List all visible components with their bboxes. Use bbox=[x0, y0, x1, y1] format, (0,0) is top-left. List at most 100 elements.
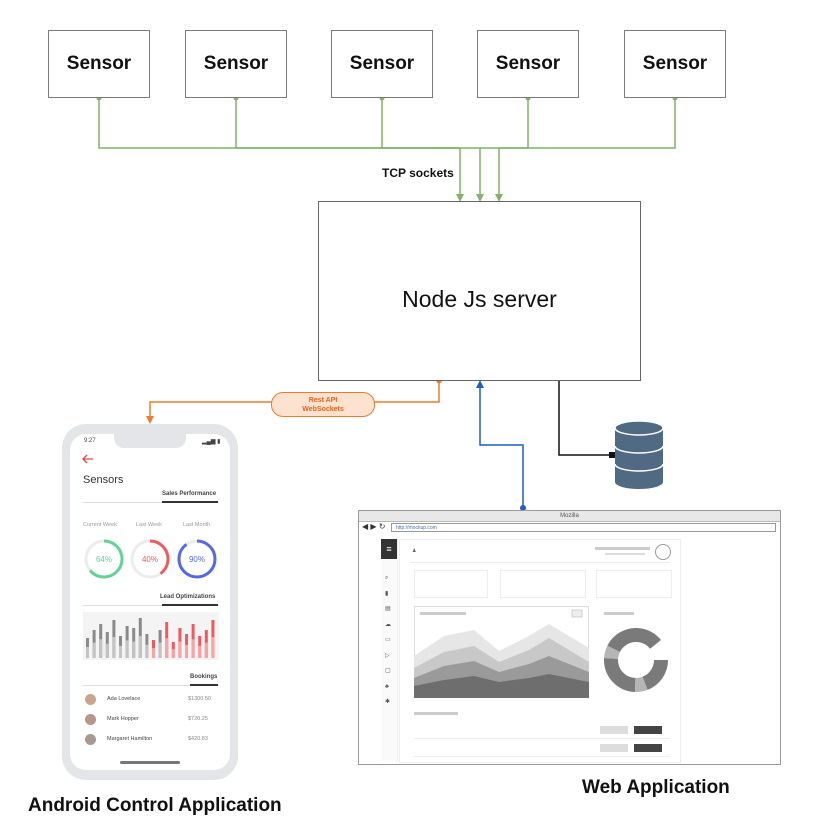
api-pill: Rest API WebSockets bbox=[271, 392, 375, 417]
database-icon bbox=[614, 420, 664, 489]
lead-bar-lower bbox=[198, 645, 202, 658]
edge-web-server bbox=[476, 380, 524, 508]
table-button[interactable] bbox=[600, 744, 628, 752]
ring-value: 64% bbox=[96, 555, 112, 564]
booking-name: Ada Lovelace bbox=[107, 696, 141, 702]
period-label: Last Month bbox=[183, 522, 211, 528]
list-item[interactable]: Margaret Hamilton $420.83 bbox=[83, 731, 219, 747]
lead-bar-lower bbox=[185, 644, 188, 658]
lead-bar-lower bbox=[165, 638, 169, 658]
list-item[interactable]: Ada Lovelace $1300.50 bbox=[83, 691, 219, 707]
lead-bar-lower bbox=[211, 637, 215, 658]
ring-progress bbox=[177, 539, 217, 579]
edge-sensor-4-server bbox=[480, 98, 529, 149]
stat-card bbox=[596, 570, 672, 598]
lead-bar-lower bbox=[105, 643, 109, 658]
area-chart-mockup bbox=[414, 606, 589, 698]
lead-bar-lower bbox=[171, 649, 175, 658]
sensor-node-1: Sensor bbox=[48, 30, 150, 98]
ring-value: 40% bbox=[142, 555, 158, 564]
booking-amount: $420.83 bbox=[188, 736, 208, 742]
edge-sensor-5-server bbox=[495, 98, 676, 202]
table-header-scribble bbox=[414, 712, 458, 715]
phone-notch bbox=[114, 434, 186, 448]
table-row bbox=[414, 724, 670, 739]
api-pill-line2: WebSockets bbox=[302, 405, 344, 413]
sensor-node-5: Sensor bbox=[624, 30, 726, 98]
tcp-edges bbox=[98, 98, 676, 202]
ring-progress bbox=[84, 539, 124, 579]
browser-title: Mozilla bbox=[359, 511, 780, 522]
table-button[interactable] bbox=[634, 744, 662, 752]
dashboard-sidebar: ≡ ⌕ ▮ ▤ ☁ ▭ ▷ ▢ ♣ ✱ bbox=[381, 539, 398, 761]
divider bbox=[162, 604, 218, 606]
home-indicator bbox=[120, 761, 180, 764]
sensor-node-2: Sensor bbox=[185, 30, 287, 98]
avatar bbox=[85, 734, 96, 745]
status-time: 9:27 bbox=[84, 438, 96, 444]
lead-bar-lower bbox=[191, 639, 195, 658]
table-row bbox=[414, 742, 670, 757]
browser-nav-icons[interactable]: ◀ ▶ ↻ bbox=[362, 522, 386, 531]
header-icon: ♟ bbox=[412, 548, 417, 554]
divider bbox=[190, 684, 218, 686]
lead-bar-lower bbox=[92, 642, 96, 658]
period-label: Last Week bbox=[136, 522, 162, 528]
profile-icon[interactable] bbox=[655, 544, 671, 560]
scribble-header bbox=[605, 553, 645, 555]
phone-title: Sensors bbox=[83, 474, 124, 486]
lead-bar-lower bbox=[204, 642, 208, 658]
booking-amount: $1300.50 bbox=[188, 696, 211, 702]
tcp-sockets-label: TCP sockets bbox=[382, 166, 454, 180]
lead-bar-lower bbox=[99, 639, 103, 658]
status-icons: ▂▄▆ ▮ bbox=[202, 439, 221, 445]
progress-rings: 64% 40% 90% bbox=[84, 539, 217, 579]
menu-icon[interactable]: ≡ bbox=[381, 539, 397, 559]
lead-bar-lower bbox=[152, 648, 155, 658]
stat-card bbox=[500, 570, 586, 598]
divider bbox=[83, 502, 219, 503]
edge-server-database bbox=[558, 356, 612, 456]
api-pill-line1: Rest API bbox=[308, 396, 338, 404]
divider bbox=[162, 501, 218, 503]
sales-performance-header: Sales Performance bbox=[162, 491, 217, 497]
url-bar[interactable]: http://mockup.com bbox=[391, 523, 776, 532]
lead-bar-lower bbox=[125, 640, 129, 658]
divider bbox=[83, 685, 219, 686]
android-phone-mockup: 9:27 ▂▄▆ ▮ Sensors Sales Performance Cur… bbox=[62, 424, 238, 780]
booking-amount: $720.25 bbox=[188, 716, 208, 722]
sidebar-icons[interactable]: ⌕ ▮ ▤ ☁ ▭ ▷ ▢ ♣ ✱ bbox=[385, 575, 391, 705]
ring-progress bbox=[130, 539, 170, 579]
avatar bbox=[85, 694, 96, 705]
lead-bars-chart bbox=[83, 612, 219, 660]
stat-card bbox=[414, 570, 488, 598]
lead-optimizations-header: Lead Optimizations bbox=[160, 594, 216, 600]
avatar bbox=[85, 714, 96, 725]
list-item[interactable]: Mark Hopper $720.25 bbox=[83, 711, 219, 727]
android-app-label: Android Control Application bbox=[28, 795, 282, 816]
donut-chart-mockup bbox=[604, 612, 668, 692]
sensor-node-3: Sensor bbox=[331, 30, 433, 98]
lead-bar-lower bbox=[119, 645, 122, 658]
web-browser-mockup: Mozilla ◀ ▶ ↻ http://mockup.com ≡ ⌕ ▮ ▤ … bbox=[358, 510, 781, 765]
ring-value: 90% bbox=[189, 555, 205, 564]
dashboard-panel: ♟ bbox=[399, 539, 681, 763]
lead-bar-lower bbox=[145, 644, 149, 658]
web-app-label: Web Application bbox=[582, 777, 730, 798]
lead-bar-lower bbox=[86, 647, 89, 658]
booking-name: Mark Hopper bbox=[107, 716, 139, 722]
lead-bar-lower bbox=[132, 641, 136, 658]
divider bbox=[83, 605, 219, 606]
sensor-node-4: Sensor bbox=[477, 30, 579, 98]
table-button[interactable] bbox=[634, 726, 662, 734]
edge-sensor-2-server bbox=[235, 98, 460, 149]
lead-bar-lower bbox=[112, 637, 116, 658]
table-button[interactable] bbox=[600, 726, 628, 734]
edge-sensor-3-server bbox=[381, 98, 484, 202]
bookings-header: Bookings bbox=[190, 674, 218, 680]
lead-bar-lower bbox=[138, 636, 142, 658]
lead-bar-lower bbox=[158, 642, 162, 658]
node-js-server: Node Js server bbox=[318, 201, 641, 381]
phone-screen: 9:27 ▂▄▆ ▮ Sensors Sales Performance Cur… bbox=[70, 434, 230, 770]
arrow-left-icon[interactable] bbox=[82, 454, 94, 464]
